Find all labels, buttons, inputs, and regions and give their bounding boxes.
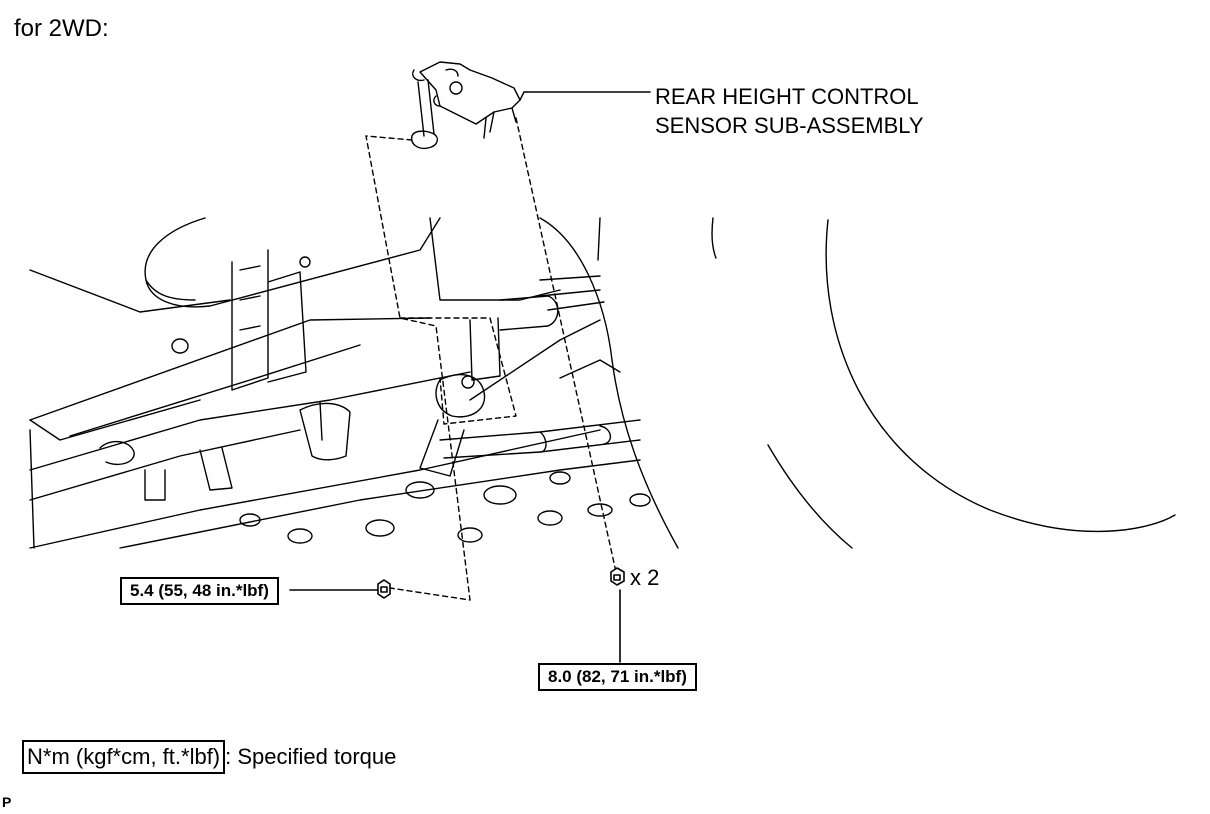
component-label: REAR HEIGHT CONTROL SENSOR SUB-ASSEMBLY	[655, 82, 924, 140]
bolt-quantity: x 2	[630, 565, 660, 590]
bolt-icon	[610, 567, 625, 586]
torque-spec-nut: 5.4 (55, 48 in.*lbf)	[120, 577, 279, 605]
corner-mark: P	[2, 794, 12, 810]
nut-icon	[377, 579, 391, 599]
torque-unit-box: N*m (kgf*cm, ft.*lbf)	[22, 740, 226, 774]
page-caption: for 2WD:	[14, 15, 109, 42]
leader-lines	[289, 91, 651, 663]
height-control-sensor-icon	[411, 61, 525, 150]
frame-structure	[29, 217, 651, 549]
torque-legend-text: : Specified torque	[225, 744, 397, 769]
torque-legend: N*m (kgf*cm, ft.*lbf): Specified torque	[22, 740, 396, 774]
torque-spec-bolts: 8.0 (82, 71 in.*lbf)	[538, 663, 697, 691]
component-label-line2: SENSOR SUB-ASSEMBLY	[655, 113, 924, 138]
component-label-line1: REAR HEIGHT CONTROL	[655, 84, 919, 109]
assembly-guide-lines	[365, 117, 617, 601]
rear-wheel-outline	[539, 217, 1176, 549]
